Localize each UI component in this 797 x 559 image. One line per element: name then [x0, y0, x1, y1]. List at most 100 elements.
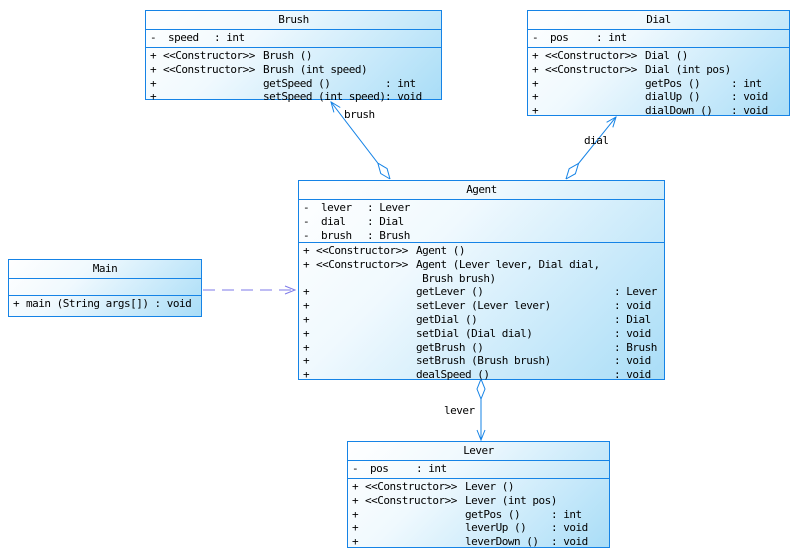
method-name: getLever () [416, 285, 484, 299]
return-type [731, 63, 789, 77]
attribute-name: brush [321, 228, 352, 242]
attribute-row: - pos : int [352, 462, 609, 476]
stereotype [316, 341, 416, 355]
visibility: + [532, 76, 539, 90]
stereotype: <<Constructor>> [365, 493, 457, 507]
method-row: + getBrush () : Brush [303, 341, 664, 355]
attribute-row: - dial : Dial [303, 215, 664, 229]
stereotype [365, 535, 465, 549]
method-row: + leverUp () : void [352, 521, 609, 535]
visibility: - [150, 31, 157, 44]
attribute-type: : int [596, 31, 627, 44]
stereotype [316, 354, 416, 368]
stereotype [163, 90, 263, 104]
method-row: + <<Constructor>> Lever (int pos) [352, 494, 609, 508]
method-name: Brush () [263, 49, 312, 62]
method-name: Lever (int pos) [465, 493, 557, 507]
method-row: + <<Constructor>> Brush (int speed) [150, 63, 441, 77]
attribute-row: - pos : int [532, 31, 789, 45]
methods-compartment: + <<Constructor>> Dial () + <<Constructo… [528, 48, 789, 118]
return-type: : void [731, 104, 768, 118]
method-name: getDial () [416, 312, 478, 326]
method-name: getPos () [465, 507, 521, 521]
stereotype [545, 77, 645, 91]
visibility: + [150, 49, 157, 62]
visibility: + [352, 480, 359, 493]
methods-compartment: + <<Constructor>> Lever () + <<Construct… [348, 479, 609, 549]
visibility: + [532, 62, 539, 76]
visibility: - [303, 214, 310, 228]
method-row: + setSpeed (int speed) : void [150, 90, 441, 104]
stereotype: <<Constructor>> [545, 62, 637, 76]
class-title: Dial [528, 11, 789, 30]
return-type: : void [614, 326, 651, 340]
return-type: : void [731, 90, 768, 104]
return-type: : int [551, 507, 582, 521]
method-name: dialUp () [645, 90, 701, 104]
visibility: + [303, 368, 310, 382]
method-row: + setDial (Dial dial) : void [303, 327, 664, 341]
return-type: : void [551, 535, 588, 549]
return-type: : void [614, 368, 651, 382]
method-name: Dial (int pos) [645, 62, 731, 76]
class-title: Main [9, 260, 201, 279]
method-row: + getLever () : Lever [303, 285, 664, 299]
stereotype: <<Constructor>> [163, 49, 255, 62]
stereotype [163, 77, 263, 91]
method-name: setLever (Lever lever) [416, 299, 551, 313]
attributes-compartment: - pos : int [528, 30, 789, 48]
stereotype [316, 327, 416, 341]
method-row: + leverDown () : void [352, 535, 609, 549]
visibility: + [532, 90, 539, 104]
aggregation-agent-brush-line[interactable] [331, 102, 390, 179]
method-row: + dialDown () : void [532, 104, 789, 118]
return-type: : void [154, 297, 192, 310]
return-type [731, 49, 789, 63]
method-name: getPos () [645, 76, 701, 90]
class-box-agent[interactable]: Agent - lever : Lever - dial : Dial - br… [298, 180, 665, 382]
method-row: + dealSpeed () : void [303, 368, 664, 382]
visibility: + [303, 257, 310, 271]
attribute-row: - brush : Brush [303, 228, 664, 242]
method-row: + getPos () : int [352, 508, 609, 522]
return-type: : void [614, 299, 651, 313]
visibility: + [352, 507, 359, 521]
stereotype: <<Constructor>> [365, 480, 457, 493]
method-row: + getSpeed () : int [150, 77, 441, 91]
method-row: + getDial () : Dial [303, 313, 664, 327]
attributes-compartment [9, 279, 201, 296]
visibility: + [13, 297, 20, 310]
visibility: - [303, 201, 310, 214]
stereotype [365, 508, 465, 522]
visibility: - [532, 31, 539, 44]
method-row: + <<Constructor>> Dial () [532, 49, 789, 63]
attribute-name: speed [168, 31, 199, 44]
class-title: Lever [348, 442, 609, 461]
class-box-lever[interactable]: Lever - pos : int + <<Constructor>> Leve… [347, 441, 610, 548]
method-row: + <<Constructor>> Agent () [303, 244, 664, 258]
stereotype [316, 368, 416, 382]
method-name: main (String args[]) [26, 297, 149, 310]
attribute-name: lever [321, 201, 352, 214]
aggregation-agent-dial-line[interactable] [566, 117, 616, 179]
attribute-row: - lever : Lever [303, 201, 664, 215]
return-type: : Dial [614, 312, 651, 326]
method-name: Dial () [645, 49, 688, 62]
visibility: + [150, 62, 157, 76]
class-box-brush[interactable]: Brush - speed : int + <<Constructor>> Br… [145, 10, 442, 103]
method-name: dealSpeed () [416, 368, 490, 382]
visibility: + [352, 535, 359, 549]
return-type [614, 244, 664, 258]
stereotype [545, 104, 645, 118]
stereotype [545, 90, 645, 104]
attribute-name: pos [550, 31, 569, 44]
method-row: + setLever (Lever lever) : void [303, 299, 664, 313]
attribute-type: : Lever [367, 201, 410, 214]
visibility: + [150, 76, 157, 90]
method-row: + <<Constructor>> Lever () [352, 480, 609, 494]
return-type [614, 258, 664, 286]
method-row: + getPos () : int [532, 77, 789, 91]
class-box-dial[interactable]: Dial - pos : int + <<Constructor>> Dial … [527, 10, 790, 118]
class-box-main[interactable]: Main + main (String args[]) : void [8, 259, 202, 317]
methods-compartment: + <<Constructor>> Agent () + <<Construct… [299, 243, 664, 382]
